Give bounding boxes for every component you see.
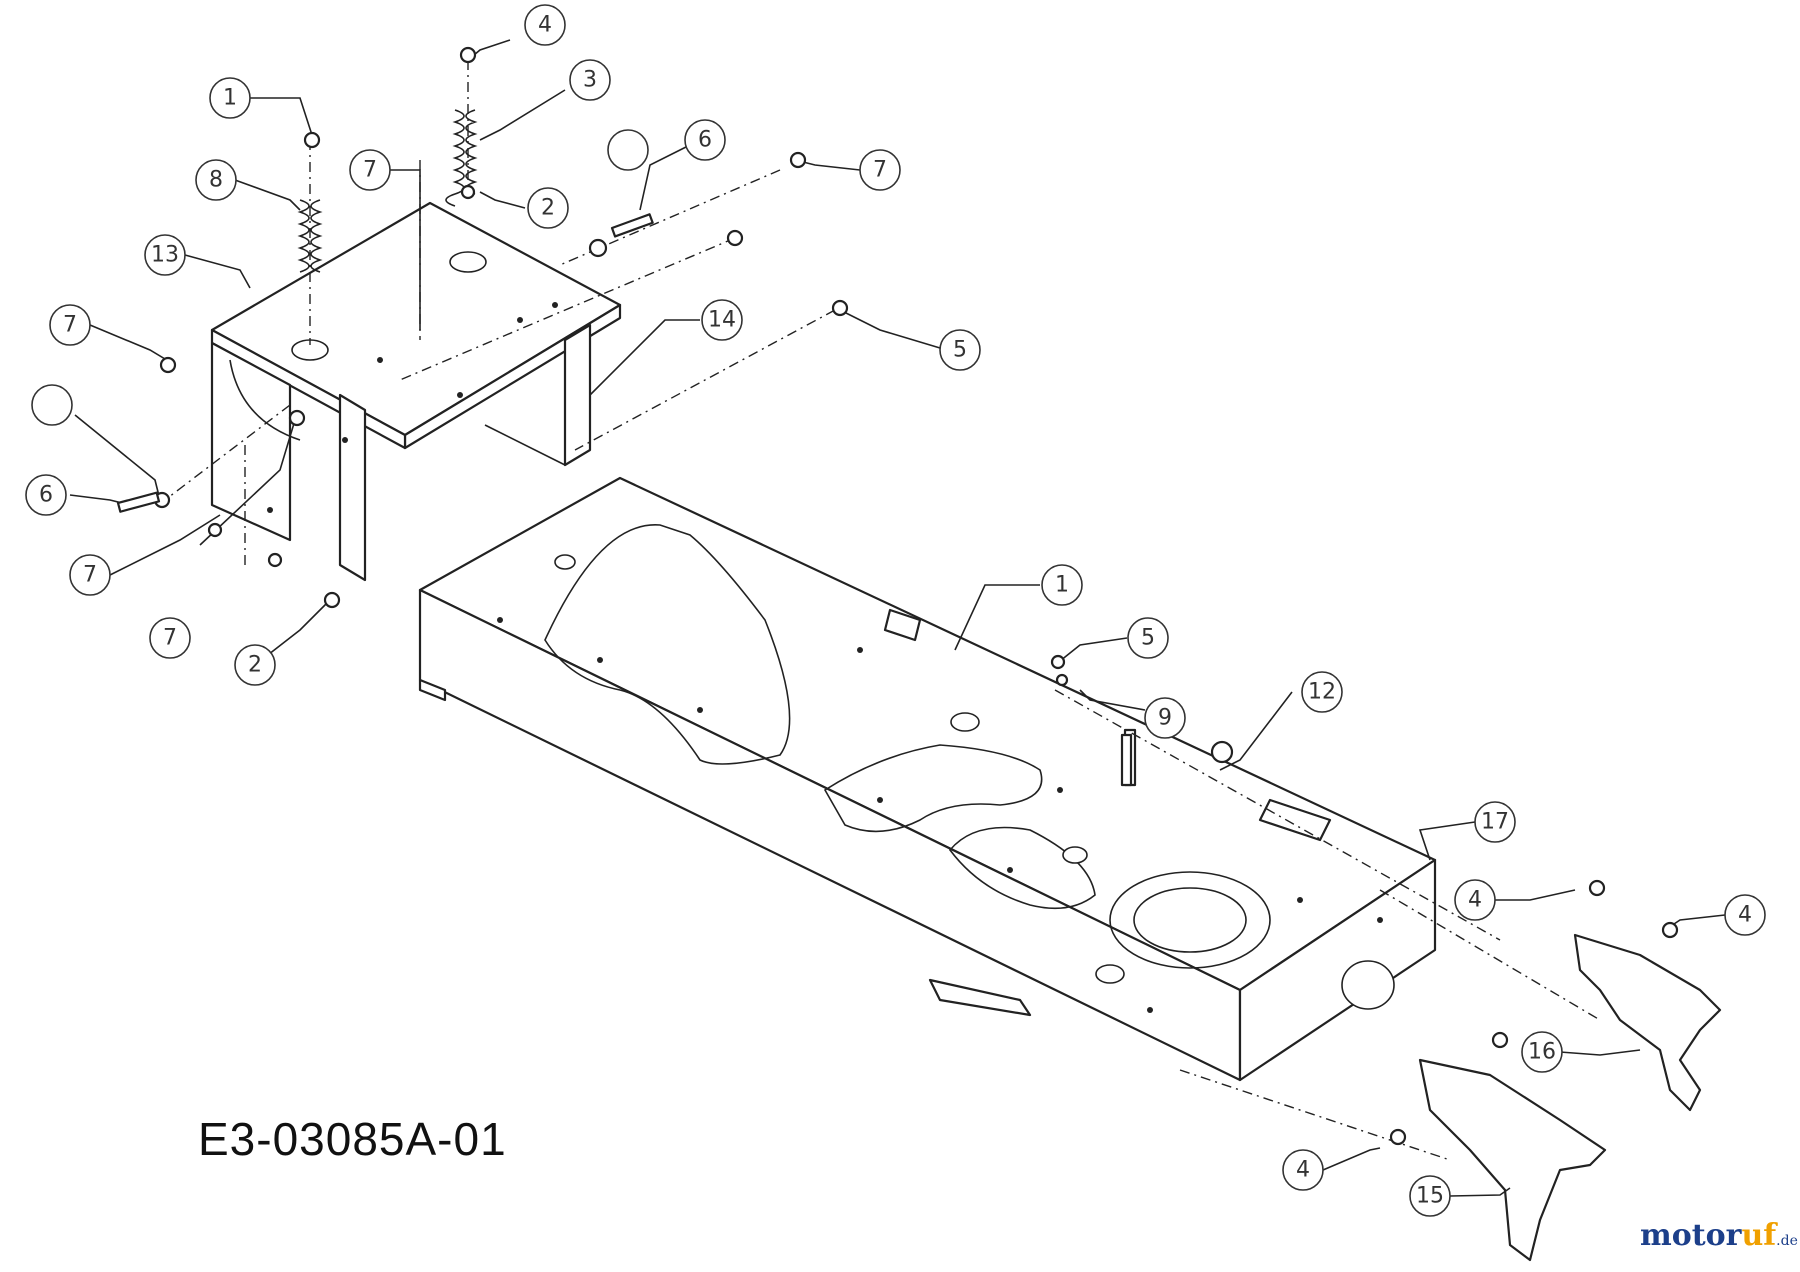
svg-text:4: 4 xyxy=(1468,888,1482,913)
callout-8: 8 xyxy=(195,159,237,201)
hardware xyxy=(116,46,1679,1146)
spring-front xyxy=(297,199,323,273)
rear-bracket-16 xyxy=(1573,933,1722,1112)
callout-3: 3 xyxy=(569,59,611,101)
svg-text:5: 5 xyxy=(1141,626,1155,651)
brand-part-2: uf xyxy=(1741,1218,1777,1253)
svg-text:15: 15 xyxy=(1416,1184,1444,1209)
svg-text:2: 2 xyxy=(248,653,262,678)
callout-1: 1 xyxy=(209,77,251,119)
callout-blank xyxy=(607,129,649,171)
brand-suffix: .de xyxy=(1776,1233,1798,1249)
svg-text:6: 6 xyxy=(39,483,53,508)
svg-text:5: 5 xyxy=(953,338,967,363)
svg-text:7: 7 xyxy=(63,313,77,338)
callout-7: 7 xyxy=(69,554,111,596)
svg-text:2: 2 xyxy=(541,196,555,221)
svg-text:9: 9 xyxy=(1158,706,1172,731)
svg-text:4: 4 xyxy=(1296,1158,1310,1183)
callout-7: 7 xyxy=(49,304,91,346)
svg-text:8: 8 xyxy=(209,168,223,193)
callout-7: 7 xyxy=(149,617,191,659)
svg-text:1: 1 xyxy=(1055,573,1069,598)
svg-text:1: 1 xyxy=(223,86,237,111)
callout-15: 15 xyxy=(1409,1175,1451,1217)
callout-leaders xyxy=(69,39,1726,1197)
callout-13: 13 xyxy=(144,234,186,276)
svg-text:3: 3 xyxy=(583,68,597,93)
svg-text:17: 17 xyxy=(1481,810,1509,835)
callout-12: 12 xyxy=(1301,671,1343,713)
callout-5: 5 xyxy=(939,329,981,371)
svg-text:7: 7 xyxy=(363,158,377,183)
callout-7: 7 xyxy=(859,149,901,191)
svg-text:7: 7 xyxy=(873,158,887,183)
callout-7: 7 xyxy=(349,149,391,191)
callout-4: 4 xyxy=(1724,894,1766,936)
callout-blank xyxy=(31,384,73,426)
callout-4: 4 xyxy=(1454,879,1496,921)
callout-17: 17 xyxy=(1474,801,1516,843)
callout-4: 4 xyxy=(524,4,566,46)
svg-text:14: 14 xyxy=(708,308,736,333)
callout-1: 1 xyxy=(1041,564,1083,606)
drawing-code: E3-03085A-01 xyxy=(198,1113,507,1165)
svg-text:12: 12 xyxy=(1308,680,1336,705)
callout-4: 4 xyxy=(1282,1149,1324,1191)
rear-bracket-15 xyxy=(1418,1058,1607,1262)
callout-6: 6 xyxy=(25,474,67,516)
callout-16: 16 xyxy=(1521,1031,1563,1073)
svg-text:13: 13 xyxy=(151,243,179,268)
callouts: 4 1 3 8 7 2 6 7 13 7 14 5 6 7 7 2 1 5 9 … xyxy=(25,4,1766,1217)
callout-9: 9 xyxy=(1144,697,1186,739)
callout-2: 2 xyxy=(234,644,276,686)
callout-14: 14 xyxy=(701,299,743,341)
seat-plate xyxy=(210,201,622,582)
callout-2: 2 xyxy=(527,187,569,229)
callout-5: 5 xyxy=(1127,617,1169,659)
svg-text:6: 6 xyxy=(698,128,712,153)
svg-text:7: 7 xyxy=(83,563,97,588)
svg-text:7: 7 xyxy=(163,626,177,651)
callout-6: 6 xyxy=(684,119,726,161)
main-frame xyxy=(418,476,1437,1082)
svg-text:4: 4 xyxy=(538,13,552,38)
svg-text:16: 16 xyxy=(1528,1040,1556,1065)
brand-part-1: motor xyxy=(1640,1218,1742,1253)
brand-logo[interactable]: motoruf.de xyxy=(1640,1218,1798,1253)
svg-text:4: 4 xyxy=(1738,903,1752,928)
